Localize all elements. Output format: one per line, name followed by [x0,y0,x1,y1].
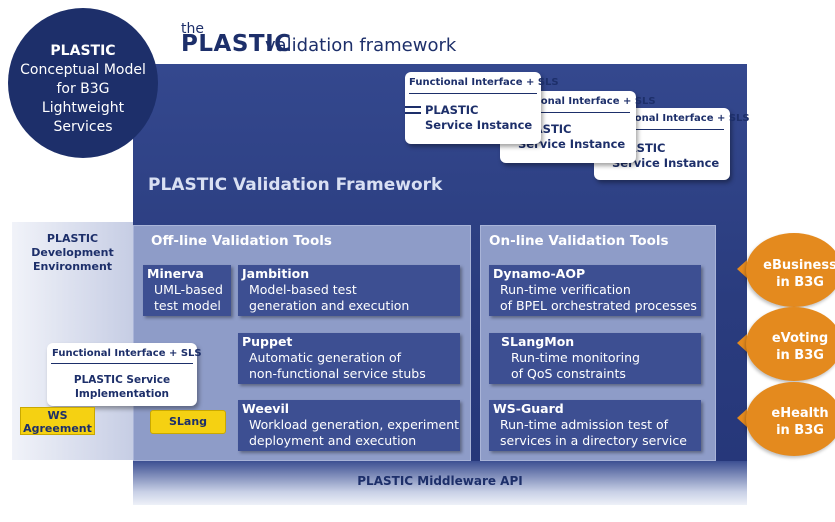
implementation-line-2: Implementation [74,388,170,400]
domain-line-1: eVoting [771,331,829,346]
conceptual-model-circle [8,8,158,158]
ebusiness-pointer [737,260,747,278]
ehealth-pointer [737,409,747,427]
tool-jambition: Jambition Model-based test generation an… [238,265,460,316]
card-divider [600,129,724,130]
tool-description-line-2: test model [154,298,221,313]
tool-puppet: Puppet Automatic generation of non-funct… [238,333,460,384]
title-logo: PLASTIC [181,31,292,57]
page-title: validation framework [265,35,457,56]
domain-line-2: in B3G [776,423,824,438]
tool-dynamo-aop: Dynamo-AOP Run-time verification of BPEL… [489,265,701,316]
middleware-api-bar [133,461,747,505]
card-divider [506,112,630,113]
domain-line-2: in B3G [776,348,824,363]
service-implementation-card: Functional Interface + SLS PLASTIC Servi… [47,343,202,406]
service-instance-header: Functional Interface + SLS [506,96,656,107]
implementation-interface-header: Functional Interface + SLS [52,348,202,359]
tool-description-line-1: Run-time monitoring [511,350,640,365]
tool-description-line-2: of BPEL orchestrated processes [500,298,697,313]
tool-description-line-2: non-functional service stubs [249,366,426,381]
conceptual-model-line-3: Lightweight [41,100,125,116]
tool-description-line-2: services in a directory service [500,433,687,448]
domain-ebusiness [746,233,835,307]
middleware-api-label: PLASTIC Middleware API [357,474,523,488]
tool-name: Jambition [242,266,310,281]
card-divider [409,93,537,94]
tool-name: WS-Guard [493,401,564,416]
implementation-line-1: PLASTIC Service [73,374,171,386]
service-instance-line-2: Service Instance [425,118,533,132]
implementation-label: PLASTIC Service Implementation [47,373,197,401]
tool-name: SLangMon [501,334,575,349]
conceptual-model-line-2: for B3G [56,81,110,97]
tool-description-line-2: deployment and execution [249,433,417,448]
tool-name: Puppet [242,334,293,349]
tool-description-line-1: Model-based test [249,282,357,297]
tool-weevil: Weevil Workload generation, experiment d… [238,400,460,451]
development-environment-label: PLASTIC Development Environment [12,232,133,274]
dev-env-line-1: PLASTIC [46,232,99,245]
interface-port [405,106,421,108]
conceptual-model-line-4: Services [53,119,113,135]
domain-evoting [746,307,835,381]
slang-box: SLang [150,410,226,434]
tool-minerva: Minerva UML-based test model [143,265,231,316]
conceptual-model-title: PLASTIC [50,43,116,59]
ws-agreement-line-2: Agreement [23,422,92,435]
tool-description-line-1: UML-based [154,282,223,297]
domain-ebusiness-label: eBusiness in B3G [752,257,835,291]
tool-slangmon: SLangMon Run-time monitoring of QoS cons… [489,333,701,384]
service-instance-header: Functional Interface + SLS [409,77,559,88]
tool-description-line-2: of QoS constraints [511,366,626,381]
service-instance-card-1: Functional Interface + SLS PLASTIC Servi… [405,72,559,144]
tool-description-line-1: Run-time admission test of [500,417,669,432]
title-prefix: the [181,21,204,37]
tool-name: Minerva [147,266,204,281]
card-divider [51,363,193,364]
tool-name: Dynamo-AOP [493,266,586,281]
service-instance-header: Functional Interface + SLS [600,113,750,124]
domain-evoting-label: eVoting in B3G [752,330,835,364]
domain-line-1: eHealth [771,406,829,421]
domain-line-1: eBusiness [763,258,835,273]
ws-agreement-line-1: WS [47,409,68,422]
service-instance-line-2: Service Instance [612,156,720,170]
interface-port [405,112,421,114]
service-instance-line-2: Service Instance [518,137,626,151]
domain-line-2: in B3G [776,275,824,290]
ws-agreement-box: WS Agreement [20,407,95,435]
online-tools-panel: On-line Validation Tools Dynamo-AOP Run-… [480,225,716,461]
service-instance-label: PLASTIC Service Instance [425,103,532,133]
tool-description-line-1: Workload generation, experiment [249,417,460,432]
service-instance-line-1: PLASTIC [425,103,479,117]
tool-description-line-1: Run-time verification [500,282,631,297]
tool-ws-guard: WS-Guard Run-time admission test of serv… [489,400,701,451]
domain-ehealth [746,382,835,456]
evoting-pointer [737,334,747,352]
online-tools-title: On-line Validation Tools [489,233,669,249]
tool-description-line-2: generation and execution [249,298,410,313]
dev-env-line-2: Development [31,246,114,259]
conceptual-model-label: PLASTIC Conceptual Model for B3G Lightwe… [8,42,158,137]
tool-name: Weevil [242,401,290,416]
tool-description-line-1: Automatic generation of [249,350,402,365]
framework-title: PLASTIC Validation Framework [148,175,443,195]
dev-env-line-3: Environment [32,260,113,273]
offline-tools-title: Off-line Validation Tools [151,233,332,249]
domain-ehealth-label: eHealth in B3G [752,405,835,439]
conceptual-model-line-1: Conceptual Model [20,62,146,78]
